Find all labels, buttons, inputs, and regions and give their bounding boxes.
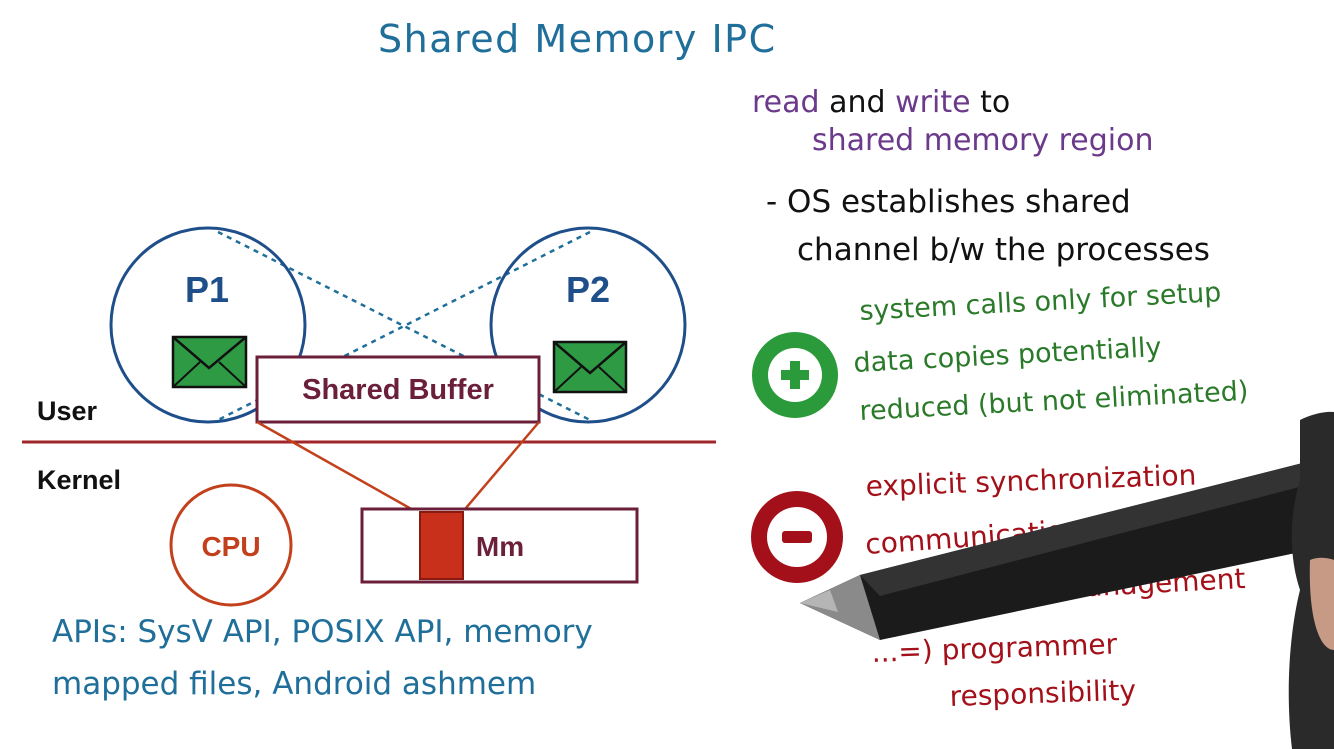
pros-line-3: reduced (but not eliminated)	[859, 376, 1249, 427]
kernel-label: Kernel	[37, 465, 121, 495]
envelope-icon	[171, 335, 248, 389]
buffer-memory-mapping	[256, 420, 540, 517]
shared-buffer-label: Shared Buffer	[302, 374, 494, 406]
shared-buffer-box	[255, 355, 541, 424]
process-p1-label: P1	[185, 269, 229, 310]
envelope-icon	[552, 340, 628, 394]
page-title: Shared Memory IPC	[378, 17, 777, 61]
pros-line-2: data copies potentially	[853, 332, 1162, 379]
apis-line-1: APIs: SysV API, POSIX API, memory	[52, 614, 593, 650]
process-p2-label: P2	[566, 269, 610, 310]
intro-line-1: read and write to	[752, 85, 1010, 120]
pros-line-1: system calls only for setup	[859, 277, 1222, 327]
process-p2-circle	[489, 226, 687, 424]
apis-line-2: mapped files, Android ashmem	[52, 666, 536, 702]
cons-line-1: explicit synchronization	[865, 458, 1197, 503]
presenter-hand	[1288, 411, 1334, 749]
intro-line-2: shared memory region	[812, 123, 1154, 158]
minus-circle-icon	[751, 491, 843, 583]
memory-label: Mm	[476, 531, 524, 562]
plus-circle-icon	[752, 332, 838, 418]
memory-box	[360, 507, 639, 584]
cons-line-5: responsibility	[949, 674, 1136, 713]
user-label: User	[37, 396, 98, 426]
cpu-circle	[169, 483, 293, 607]
cpu-label: CPU	[201, 531, 260, 562]
os-note-line-1: - OS establishes shared	[766, 184, 1131, 220]
shared-memory-region	[419, 511, 464, 580]
pen-stylus	[800, 455, 1334, 640]
os-note-line-2: channel b/w the processes	[797, 232, 1210, 268]
process-p1-circle	[109, 226, 307, 424]
